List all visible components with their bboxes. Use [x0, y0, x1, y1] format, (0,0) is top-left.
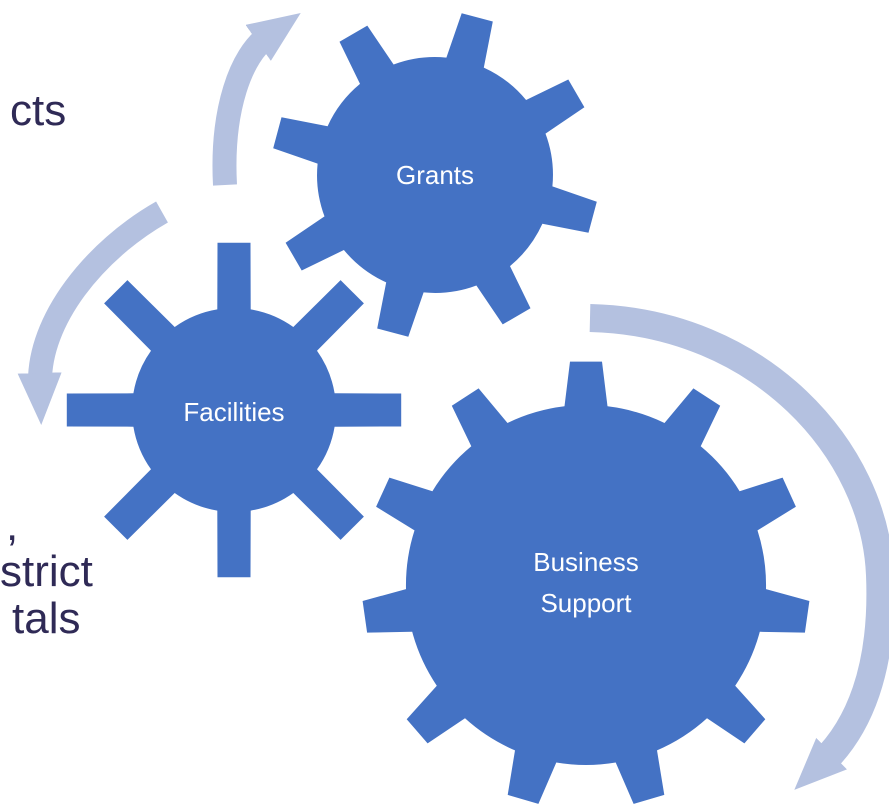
text-fragment-comma: , [6, 501, 19, 550]
gear-business-support-label-line2: Support [540, 588, 632, 618]
gear-grants-shape [273, 13, 597, 337]
gear-grants-label: Grants [396, 160, 474, 190]
gear-grants: Grants [273, 13, 597, 337]
cycle-arrow-left [17, 201, 168, 425]
cycle-arrow-right [589, 304, 889, 790]
gear-facilities-label: Facilities [183, 397, 284, 427]
cycle-arrow-top [212, 12, 301, 186]
gear-facilities-shape [66, 242, 402, 578]
text-fragment-cts: cts [10, 86, 67, 135]
gear-facilities: Facilities [66, 242, 402, 578]
gear-business-support: Business Support [362, 361, 810, 804]
gear-business-support-shape [362, 361, 810, 804]
gear-business-support-label-line1: Business [533, 547, 639, 577]
text-fragment-strict: strict [0, 547, 93, 596]
text-fragment-tals: tals [12, 594, 81, 643]
